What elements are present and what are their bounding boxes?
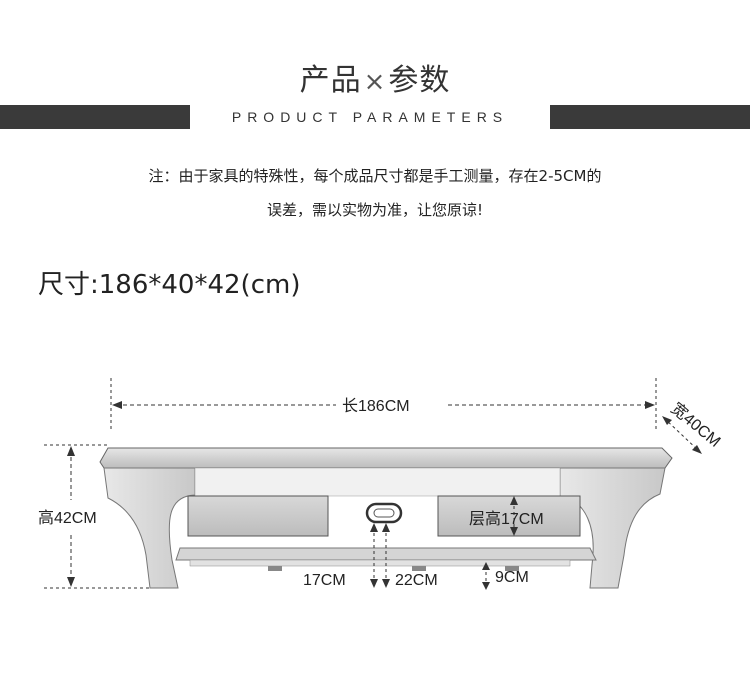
size-label: 尺寸:186*40*42(cm) (38, 270, 301, 300)
leg-gap-label: 9CM (495, 569, 529, 586)
length-dimension-line (112, 401, 655, 409)
note-line-2: 误差，需以实物为准，让您原谅! (266, 201, 483, 219)
clearance-a-label: 17CM (303, 572, 346, 589)
width-label: 宽40CM (667, 399, 724, 451)
title-cn-left: 产品 (299, 63, 362, 98)
note-line-1: 注：由于家具的特殊性，每个成品尺寸都是手工测量，存在2-5CM的 (148, 167, 602, 185)
banner-title: PRODUCT PARAMETERS (231, 109, 509, 125)
clearance-b-label: 22CM (395, 572, 438, 589)
height-label: 高42CM (38, 509, 97, 527)
length-label: 长186CM (342, 397, 410, 415)
inner-dimension-lines (370, 496, 518, 590)
height-dimension-line (67, 446, 75, 587)
width-dimension-line (662, 416, 702, 454)
tv-stand (99, 447, 673, 589)
title-separator: × (363, 67, 387, 97)
extension-lines (44, 378, 657, 589)
layer-height-label: 层高17CM (469, 510, 544, 528)
page-title: 产品×参数 (0, 55, 750, 99)
title-cn-right: 参数 (388, 63, 451, 98)
section-banner: PRODUCT PARAMETERS (0, 105, 750, 129)
banner-band: PRODUCT PARAMETERS (190, 105, 550, 129)
